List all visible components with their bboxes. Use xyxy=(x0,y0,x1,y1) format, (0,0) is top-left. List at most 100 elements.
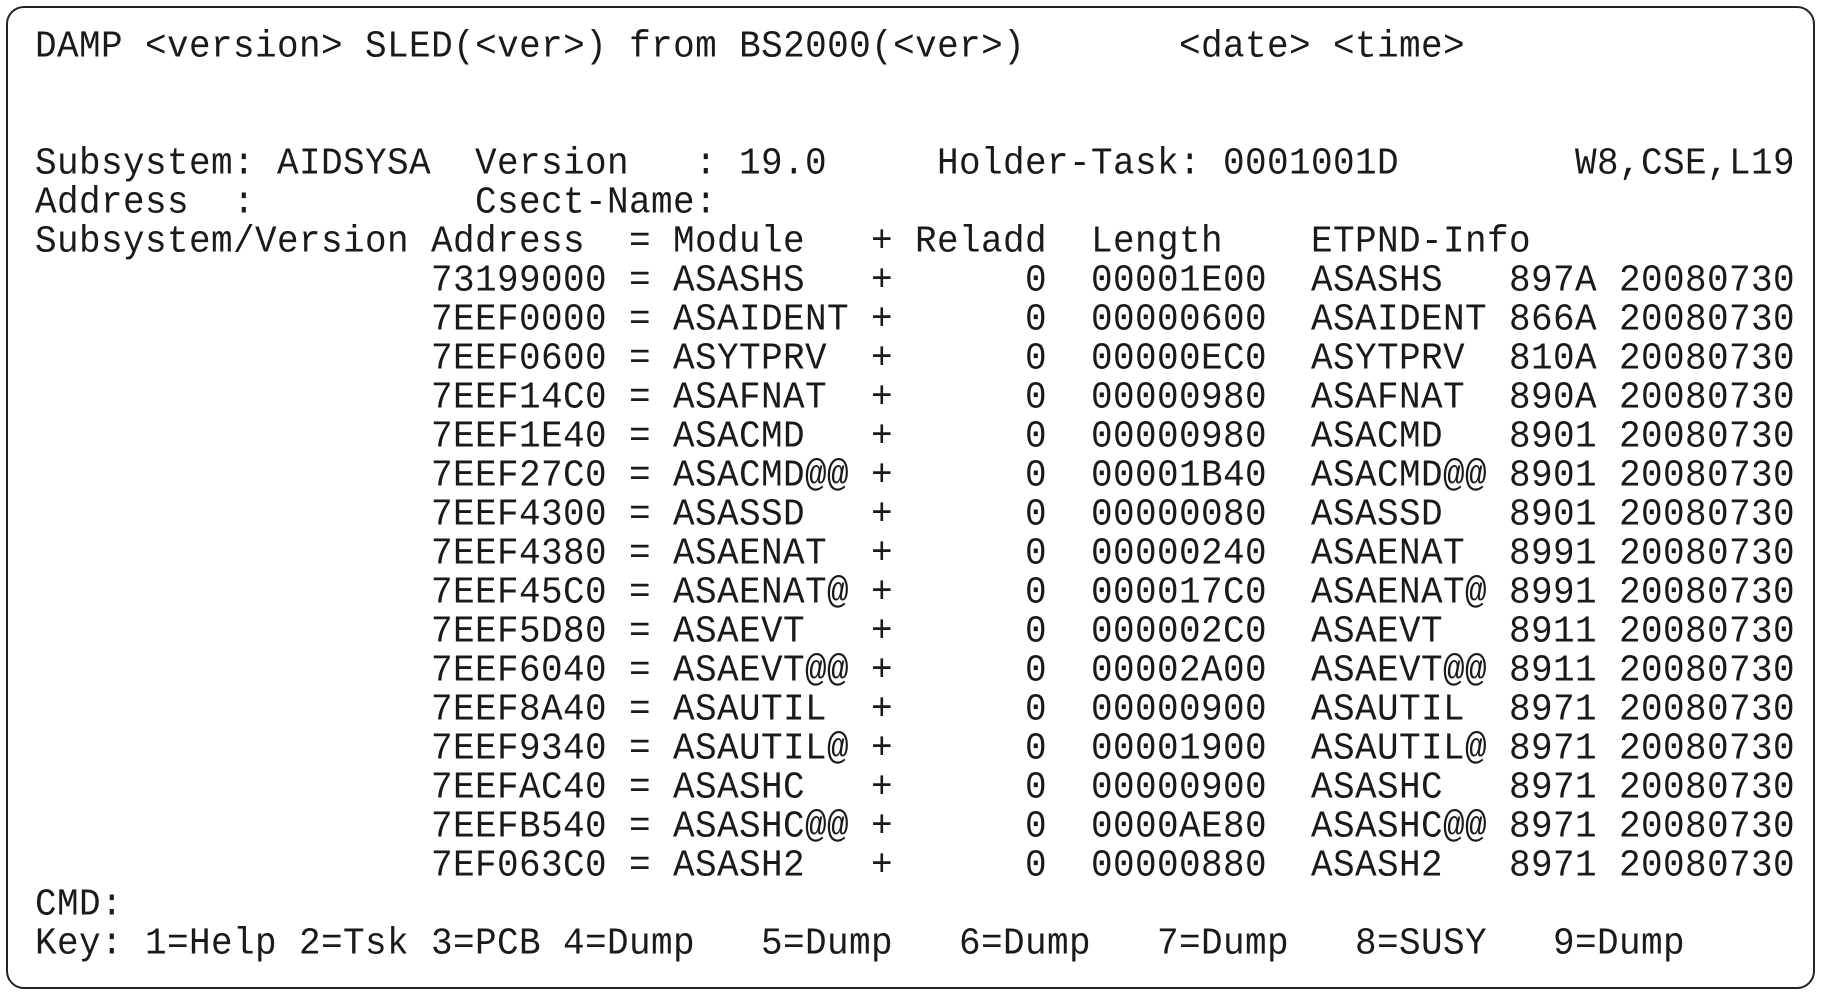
row-module: ASAEVT xyxy=(673,609,806,654)
row-module: ASAENAT xyxy=(673,531,828,576)
row-module: ASACMD@@ xyxy=(673,453,850,498)
address-info-line: Address : Csect-Name: xyxy=(35,180,1815,225)
row-length: 00000900 xyxy=(1091,687,1268,732)
row-reladd: 0 xyxy=(1025,258,1048,303)
row-length: 00000240 xyxy=(1091,531,1268,576)
row-etpnd-code: 8971 xyxy=(1509,726,1598,771)
row-equals: = xyxy=(629,804,652,849)
row-module: ASASHC@@ xyxy=(673,804,850,849)
row-address: 7EEF4380 xyxy=(431,531,608,576)
row-reladd: 0 xyxy=(1025,765,1048,810)
row-module: ASYTPRV xyxy=(673,336,828,381)
row-reladd: 0 xyxy=(1025,609,1048,654)
row-plus: + xyxy=(871,648,894,693)
header-module: Module xyxy=(673,219,806,264)
row-etpnd-code: 866A xyxy=(1509,297,1598,342)
key-f9-dump[interactable]: 9=Dump xyxy=(1553,921,1686,966)
row-module: ASASSD xyxy=(673,492,806,537)
row-module: ASAENAT@ xyxy=(673,570,850,615)
row-module: ASAUTIL@ xyxy=(673,726,850,771)
row-equals: = xyxy=(629,687,652,732)
key-f8-susy[interactable]: 8=SUSY xyxy=(1355,921,1488,966)
row-etpnd-code: 8901 xyxy=(1509,414,1598,459)
row-etpnd-name: ASAIDENT xyxy=(1311,297,1488,342)
row-address: 7EEF4300 xyxy=(431,492,608,537)
row-etpnd-name: ASASHC xyxy=(1311,765,1444,810)
row-equals: = xyxy=(629,765,652,810)
key-f3-pcb[interactable]: 3=PCB xyxy=(431,921,542,966)
header-plus: + xyxy=(871,219,894,264)
row-etpnd-code: 8971 xyxy=(1509,843,1598,888)
key-f4-dump[interactable]: 4=Dump xyxy=(563,921,696,966)
row-address: 7EEF45C0 xyxy=(431,570,608,615)
holder-task-label: Holder-Task: xyxy=(937,141,1202,186)
row-etpnd-code: 897A xyxy=(1509,258,1598,303)
row-address: 7EEF8A40 xyxy=(431,687,608,732)
row-equals: = xyxy=(629,648,652,693)
row-address: 7EEF0600 xyxy=(431,336,608,381)
row-module: ASAUTIL xyxy=(673,687,828,732)
row-equals: = xyxy=(629,609,652,654)
row-etpnd-name: ASYTPRV xyxy=(1311,336,1466,381)
row-length: 00002A00 xyxy=(1091,648,1268,693)
row-length: 00000980 xyxy=(1091,375,1268,420)
row-address: 7EEF5D80 xyxy=(431,609,608,654)
row-etpnd-date: 20080730 xyxy=(1619,258,1796,303)
row-equals: = xyxy=(629,726,652,771)
row-length: 00000900 xyxy=(1091,765,1268,810)
row-plus: + xyxy=(871,765,894,810)
row-reladd: 0 xyxy=(1025,375,1048,420)
row-plus: + xyxy=(871,375,894,420)
row-plus: + xyxy=(871,804,894,849)
row-plus: + xyxy=(871,609,894,654)
version-value: : 19.0 xyxy=(695,141,828,186)
cmd-label: CMD: xyxy=(35,882,124,927)
row-etpnd-date: 20080730 xyxy=(1619,726,1796,771)
row-etpnd-date: 20080730 xyxy=(1619,336,1796,381)
key-f6-dump[interactable]: 6=Dump xyxy=(959,921,1092,966)
row-address: 7EEF27C0 xyxy=(431,453,608,498)
row-etpnd-date: 20080730 xyxy=(1619,843,1796,888)
row-module: ASAIDENT xyxy=(673,297,850,342)
row-length: 00000880 xyxy=(1091,843,1268,888)
row-plus: + xyxy=(871,258,894,303)
key-label: Key: xyxy=(35,921,124,966)
row-reladd: 0 xyxy=(1025,726,1048,771)
row-reladd: 0 xyxy=(1025,531,1048,576)
row-etpnd-name: ASAENAT xyxy=(1311,531,1466,576)
row-length: 00000600 xyxy=(1091,297,1268,342)
header-equals: = xyxy=(629,219,652,264)
row-etpnd-code: 8911 xyxy=(1509,648,1598,693)
row-reladd: 0 xyxy=(1025,297,1048,342)
header-etpnd-info: ETPND-Info xyxy=(1311,219,1532,264)
key-f7-dump[interactable]: 7=Dump xyxy=(1157,921,1290,966)
key-f5-dump[interactable]: 5=Dump xyxy=(761,921,894,966)
flags-value: W8,CSE,L19 xyxy=(1575,141,1796,186)
row-equals: = xyxy=(629,375,652,420)
row-etpnd-date: 20080730 xyxy=(1619,414,1796,459)
command-line[interactable]: CMD: xyxy=(35,882,1815,927)
row-etpnd-code: 890A xyxy=(1509,375,1598,420)
row-reladd: 0 xyxy=(1025,570,1048,615)
row-equals: = xyxy=(629,453,652,498)
row-etpnd-name: ASAUTIL xyxy=(1311,687,1466,732)
row-address: 73199000 xyxy=(431,258,608,303)
row-etpnd-name: ASASH2 xyxy=(1311,843,1444,888)
key-f1-help[interactable]: 1=Help xyxy=(145,921,278,966)
row-equals: = xyxy=(629,297,652,342)
row-equals: = xyxy=(629,414,652,459)
row-etpnd-date: 20080730 xyxy=(1619,687,1796,732)
key-f2-tsk[interactable]: 2=Tsk xyxy=(299,921,410,966)
row-address: 7EEF14C0 xyxy=(431,375,608,420)
row-etpnd-name: ASASHC@@ xyxy=(1311,804,1488,849)
row-etpnd-code: 8901 xyxy=(1509,492,1598,537)
address-label: Address xyxy=(35,180,190,225)
row-etpnd-date: 20080730 xyxy=(1619,609,1796,654)
row-equals: = xyxy=(629,336,652,381)
